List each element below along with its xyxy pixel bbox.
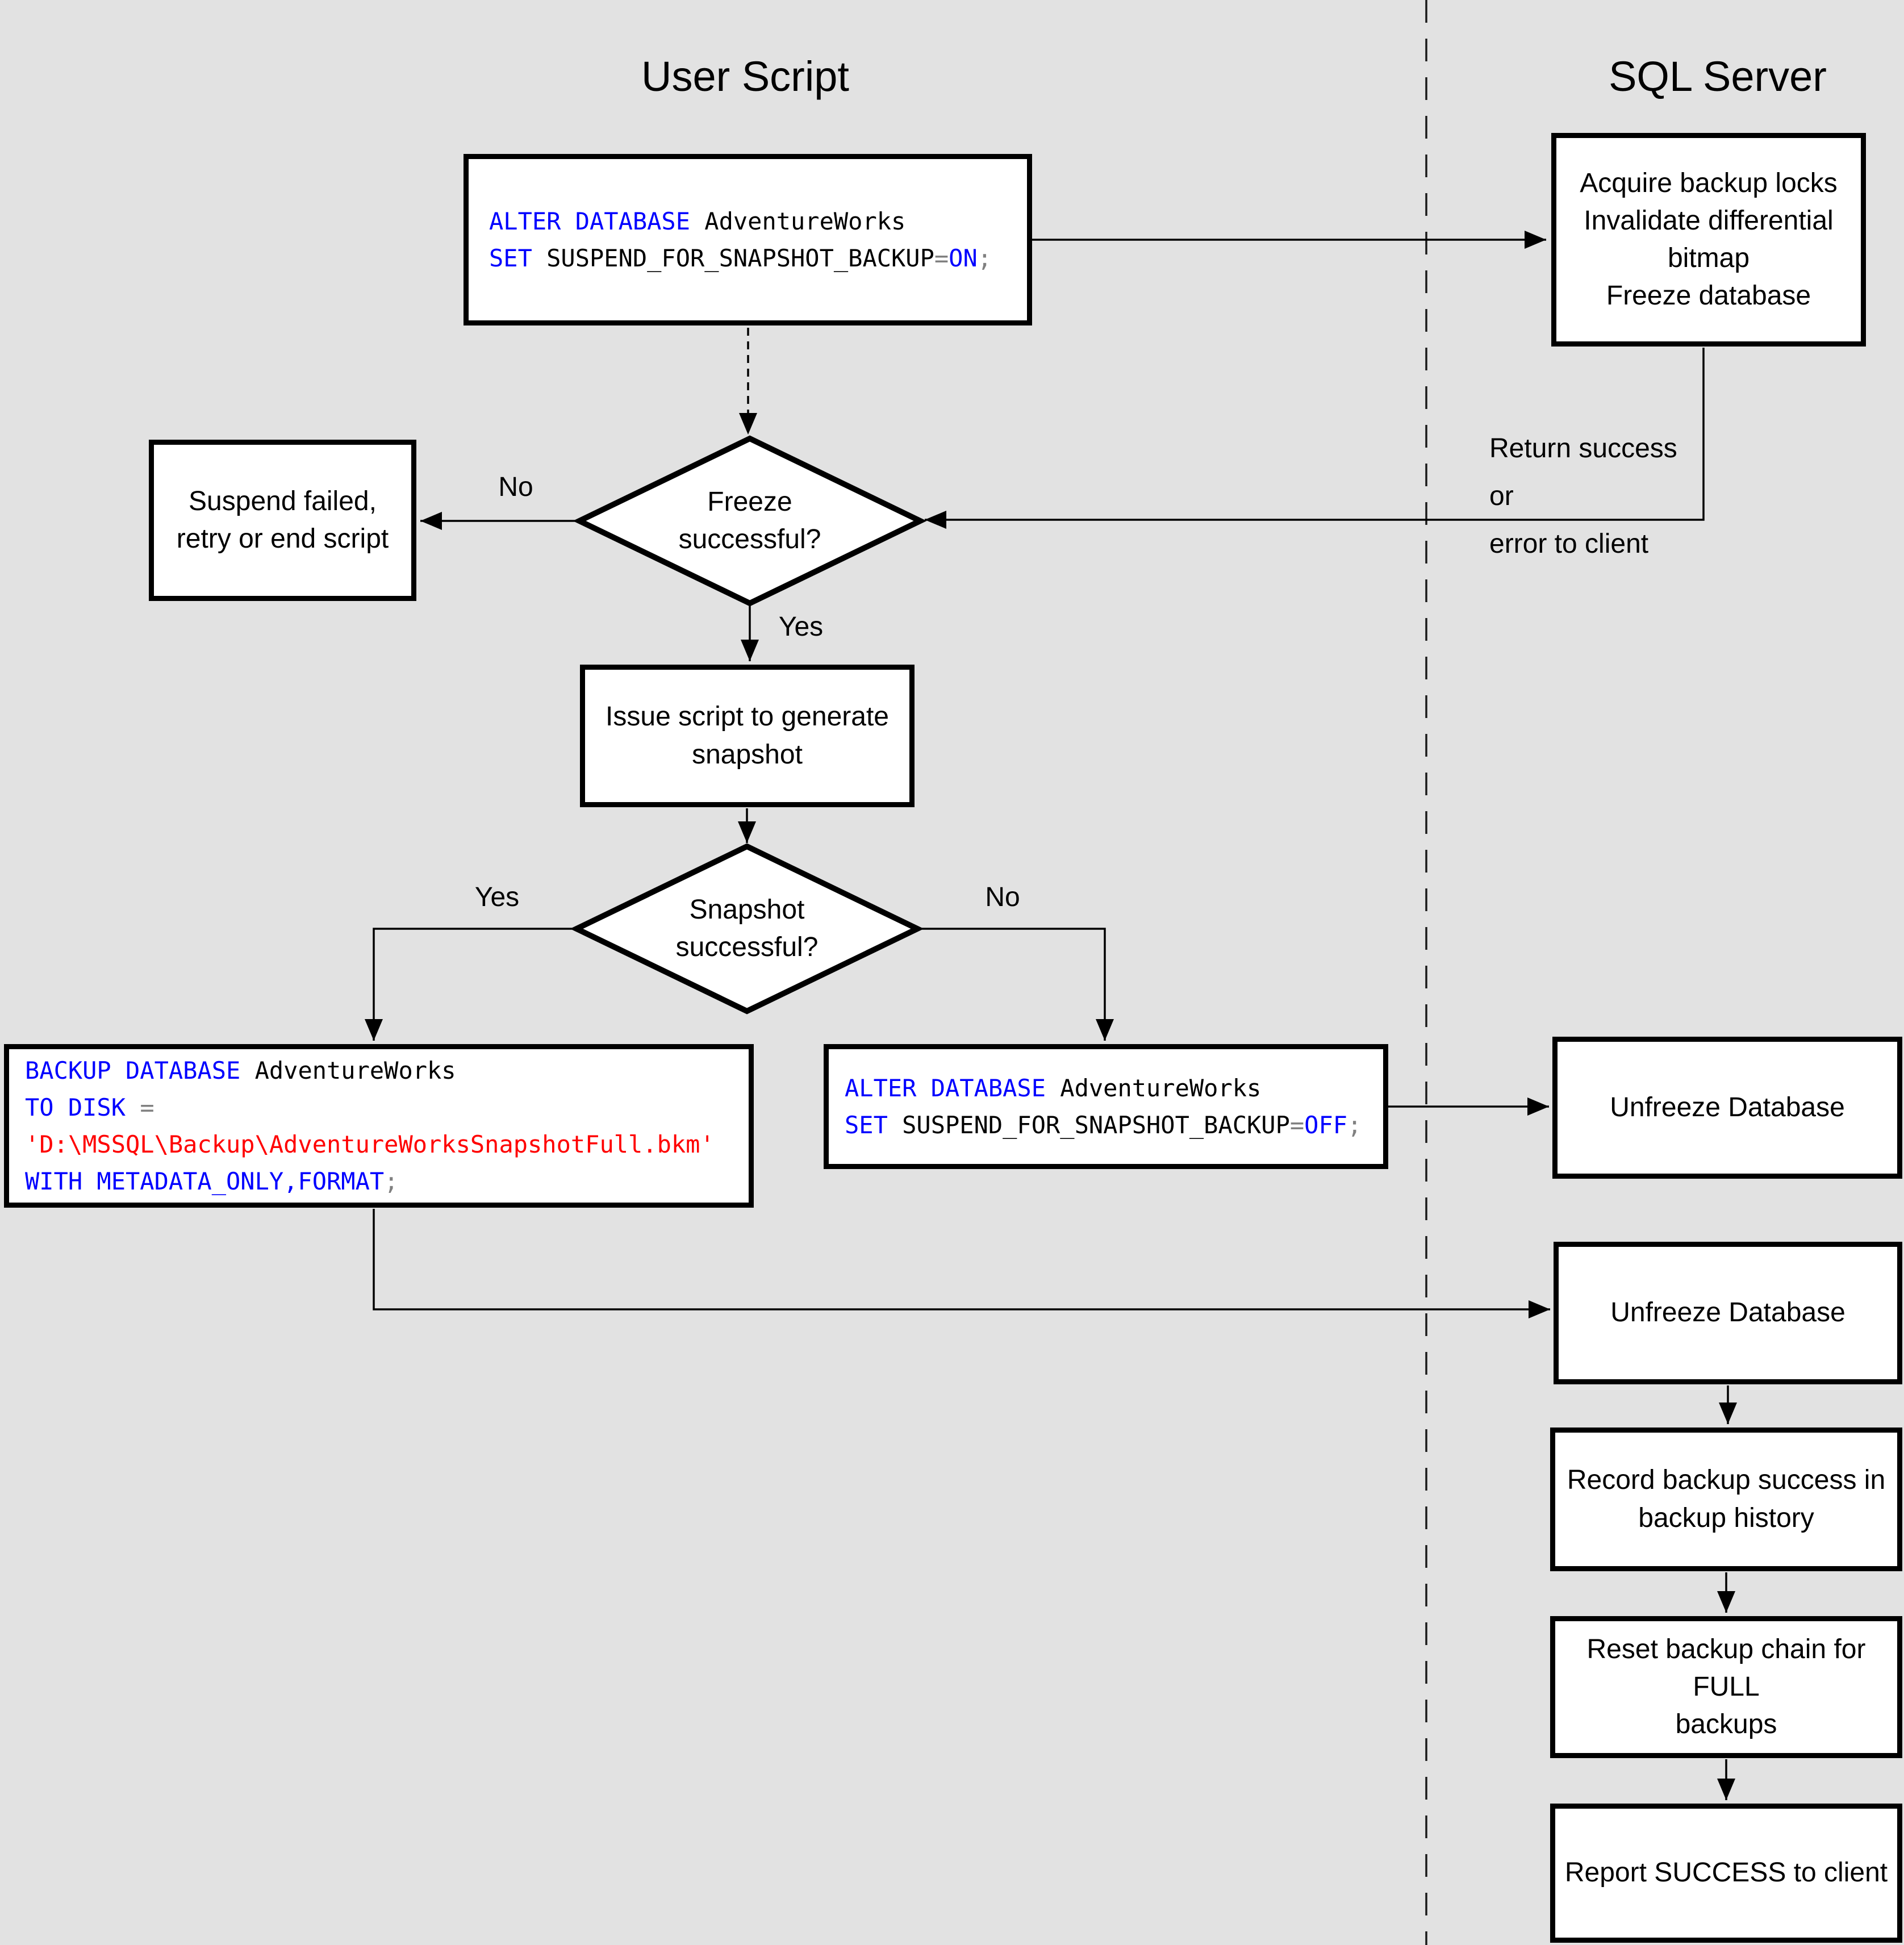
node-label: Reset backup chain for FULL backups: [1586, 1634, 1866, 1740]
edge-backup-to-unfreeze2: [373, 1209, 1550, 1318]
node-report-success: Report SUCCESS to client: [1550, 1804, 1902, 1943]
node-label: Issue script to generate snapshot: [606, 702, 889, 770]
node-unfreeze-database-2: Unfreeze Database: [1554, 1242, 1902, 1384]
node-label: Unfreeze Database: [1610, 1297, 1845, 1328]
diamond-label-freeze-successful: Freeze successful?: [678, 486, 821, 554]
node-issue-script: Issue script to generate snapshot: [580, 665, 915, 807]
lane-title-user-script: User Script: [641, 53, 849, 100]
lane-title-sql-server: SQL Server: [1609, 53, 1827, 100]
node-unfreeze-database-1: Unfreeze Database: [1552, 1037, 1902, 1179]
node-record-backup-history: Record backup success in backup history: [1550, 1428, 1902, 1571]
edge-snapshot-yes-to-backup: [365, 928, 577, 1041]
node-acquire-backup-locks: Acquire backup locks Invalidate differen…: [1551, 133, 1866, 347]
node-label: Acquire backup locks Invalidate differen…: [1580, 168, 1838, 311]
edge-label-yes-snapshot: Yes: [474, 882, 520, 912]
edge-acquire-return-to-freeze: [925, 348, 1705, 529]
node-label: Report SUCCESS to client: [1564, 1858, 1888, 1888]
edge-label-yes-freeze: Yes: [778, 612, 824, 642]
node-label: Record backup success in backup history: [1567, 1465, 1886, 1533]
edge-label-no-freeze: No: [498, 472, 533, 502]
edge-label-no-snapshot: No: [985, 882, 1020, 912]
diamond-snapshot-successful: [570, 843, 924, 1015]
node-reset-backup-chain: Reset backup chain for FULL backups: [1550, 1616, 1902, 1758]
diamond-freeze-successful: [573, 435, 927, 607]
node-suspend-failed: Suspend failed, retry or end script: [149, 440, 416, 601]
diamond-label-snapshot-successful: Snapshot successful?: [675, 894, 819, 962]
node-label: Suspend failed, retry or end script: [176, 486, 389, 554]
note-return-success-or-error: Return success or error to client: [1489, 433, 1677, 559]
edge-snapshot-no-to-sqloff: [917, 928, 1114, 1041]
node-label: Unfreeze Database: [1610, 1092, 1845, 1122]
